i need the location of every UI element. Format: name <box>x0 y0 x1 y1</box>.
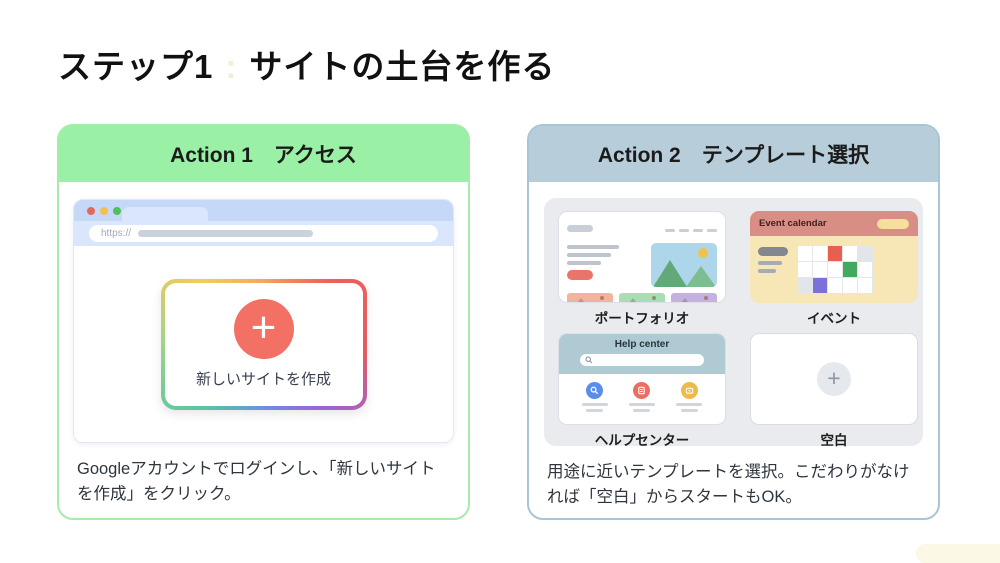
templates-panel: ポートフォリオ Event calendar <box>544 198 923 449</box>
plus-icon: + <box>817 362 851 396</box>
browser-viewport: + 新しいサイトを作成 <box>74 246 453 442</box>
logo-placeholder <box>567 224 593 232</box>
browser-titlebar <box>74 200 453 221</box>
action2-card: Action 2 テンプレート選択 <box>527 124 940 520</box>
template-cell-blank: + 空白 <box>750 333 918 449</box>
help-item <box>676 382 703 412</box>
action2-description: 用途に近いテンプレートを選択。こだわりがなければ「空白」からスタートもOK。 <box>547 463 910 507</box>
template-label-help: ヘルプセンター <box>594 433 690 448</box>
plus-icon: + <box>233 299 294 359</box>
help-item <box>581 382 608 412</box>
document-icon <box>633 382 651 399</box>
maximize-icon <box>113 207 121 215</box>
gallery-item <box>567 293 613 302</box>
page-title: ステップ1: サイトの土台を作る <box>58 40 555 88</box>
template-help-thumbnail[interactable]: Help center <box>558 333 726 425</box>
template-label-portfolio: ポートフォリオ <box>594 311 690 326</box>
action2-header: Action 2 テンプレート選択 <box>529 126 938 182</box>
template-cell-portfolio: ポートフォリオ <box>558 211 726 327</box>
event-content <box>750 236 918 294</box>
mountain-icon <box>686 266 716 287</box>
templates-grid: ポートフォリオ Event calendar <box>558 211 918 449</box>
text-placeholder-column <box>758 245 788 294</box>
gallery-item <box>619 293 665 302</box>
title-separator: : <box>225 48 238 85</box>
plus-glyph: + <box>827 364 841 391</box>
action1-card: Action 1 アクセス https:// + <box>57 124 470 520</box>
image-placeholder <box>651 243 717 287</box>
search-icon <box>585 356 593 364</box>
traffic-lights <box>87 207 121 215</box>
help-title: Help center <box>614 339 670 350</box>
corner-decoration <box>916 544 1000 563</box>
search-bar <box>580 354 704 366</box>
browser-toolbar: https:// <box>74 221 453 246</box>
browser-mockup: https:// + 新しいサイトを作成 <box>73 199 454 443</box>
search-icon <box>586 382 604 399</box>
minimize-icon <box>100 207 108 215</box>
template-label-blank: 空白 <box>820 433 848 448</box>
text-placeholder-column <box>567 243 643 287</box>
gallery-item <box>671 293 717 302</box>
close-icon <box>87 207 95 215</box>
cards-row: Action 1 アクセス https:// + <box>57 124 940 520</box>
create-site-button-inner: + 新しいサイトを作成 <box>164 282 363 406</box>
event-title: Event calendar <box>759 218 827 229</box>
template-cell-event: Event calendar <box>750 211 918 327</box>
button-placeholder <box>567 270 593 280</box>
event-header: Event calendar <box>750 211 918 236</box>
mountain-icon <box>653 260 687 287</box>
gallery-placeholder <box>567 293 717 302</box>
box-icon <box>680 382 698 399</box>
portfolio-content <box>567 243 717 287</box>
button-placeholder <box>877 218 909 229</box>
plus-glyph: + <box>250 302 277 352</box>
template-cell-help: Help center <box>558 333 726 449</box>
action1-description: Googleアカウントでログインし、「新しいサイトを作成」をクリック。 <box>77 460 436 504</box>
create-site-label: 新しいサイトを作成 <box>195 371 331 388</box>
help-header: Help center <box>559 334 725 374</box>
help-item <box>628 382 655 412</box>
title-main: サイトの土台を作る <box>249 48 556 85</box>
nav-links-placeholder <box>661 219 717 237</box>
url-scheme-text: https:// <box>101 228 132 239</box>
address-bar: https:// <box>89 225 438 242</box>
template-label-event: イベント <box>807 311 861 326</box>
template-event-thumbnail[interactable]: Event calendar <box>750 211 918 303</box>
template-blank-thumbnail[interactable]: + <box>750 333 918 425</box>
template-portfolio-thumbnail[interactable] <box>558 211 726 303</box>
calendar-grid <box>797 245 873 294</box>
browser-tab <box>122 207 208 221</box>
action1-header: Action 1 アクセス <box>59 126 468 182</box>
create-site-button[interactable]: + 新しいサイトを作成 <box>160 278 367 410</box>
sun-icon <box>698 248 708 258</box>
url-placeholder-bar <box>138 230 314 237</box>
portfolio-header <box>567 219 717 237</box>
title-step: ステップ1 <box>58 48 214 85</box>
help-content <box>559 374 725 412</box>
